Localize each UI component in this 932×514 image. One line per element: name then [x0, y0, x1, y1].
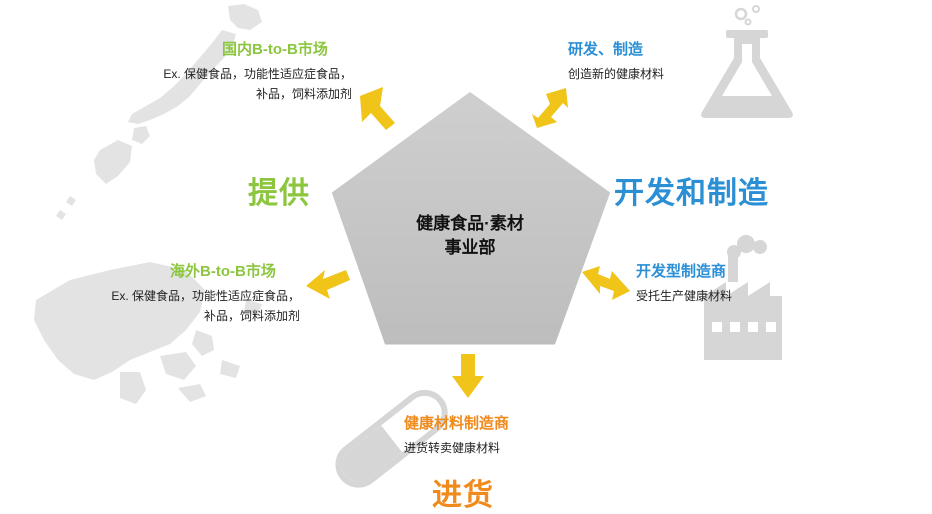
arrow-from-supplier	[452, 354, 484, 398]
rnd-desc: 创造新的健康材料	[568, 67, 665, 81]
arrow-to-domestic	[360, 87, 395, 130]
overseas-desc-line2: 补品，饲料添加剂	[203, 309, 300, 323]
domestic-desc: Ex. 保健食品，功能性适应症食品， 补品，饲料添加剂	[120, 64, 352, 104]
overseas-title: 海外B-to-B市场	[170, 263, 276, 280]
label-develop: 开发和制造	[614, 177, 769, 210]
arrow-to-overseas	[306, 270, 350, 299]
arrow-oem-bidirectional	[582, 266, 630, 300]
arrow-rnd-bidirectional	[532, 88, 568, 128]
rnd-title: 研发、制造	[568, 41, 644, 58]
center-label: 健康食品·素材 事业部	[400, 212, 540, 260]
overseas-desc: Ex. 保健食品，功能性适应症食品， 补品，饲料添加剂	[68, 286, 300, 326]
label-provide: 提供	[248, 177, 310, 210]
center-label-line2: 事业部	[444, 238, 496, 257]
domestic-desc-line2: 补品，饲料添加剂	[255, 87, 352, 101]
supplier-title: 健康材料制造商	[404, 415, 510, 432]
asia-map	[34, 262, 262, 404]
japan-map	[56, 4, 262, 220]
domestic-desc-line1: Ex. 保健食品，功能性适应症食品，	[163, 67, 352, 81]
label-purchase: 进货	[432, 479, 494, 512]
capsule-icon	[335, 389, 448, 488]
oem-title: 开发型制造商	[636, 263, 727, 280]
domestic-title: 国内B-to-B市场	[222, 41, 328, 58]
flask-icon	[701, 5, 793, 118]
overseas-desc-line1: Ex. 保健食品，功能性适应症食品，	[111, 289, 300, 303]
oem-desc: 受托生产健康材料	[636, 289, 733, 303]
center-pentagon	[328, 88, 614, 348]
factory-icon	[704, 235, 782, 360]
supplier-desc: 进货转卖健康材料	[404, 441, 501, 455]
center-label-line1: 健康食品·素材	[416, 214, 524, 233]
